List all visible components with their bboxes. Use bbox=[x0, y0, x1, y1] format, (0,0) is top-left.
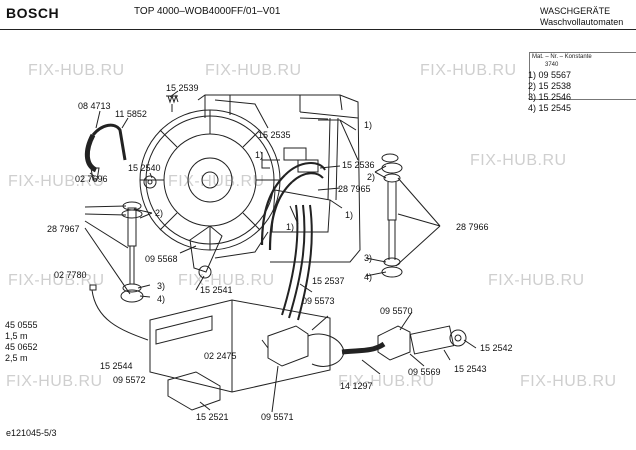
watermark: FIX-HUB.RU bbox=[420, 62, 517, 79]
callout-marker: 1) bbox=[286, 222, 295, 232]
part-label: 15 2536 bbox=[342, 160, 375, 170]
watermark: FIX-HUB.RU bbox=[178, 272, 275, 289]
watermark: FIX-HUB.RU bbox=[8, 272, 105, 289]
callout-marker: 1) bbox=[345, 210, 354, 220]
watermark: FIX-HUB.RU bbox=[6, 373, 103, 390]
part-label: 02 7696 bbox=[75, 174, 108, 184]
part-label: 15 2537 bbox=[312, 276, 345, 286]
callout-marker: 4) bbox=[157, 294, 166, 304]
watermark: FIX-HUB.RU bbox=[488, 272, 585, 289]
part-label: 09 5572 bbox=[113, 375, 146, 385]
constant-value: 3740 bbox=[545, 62, 559, 68]
part-label: 15 2544 bbox=[100, 361, 133, 371]
model-title: TOP 4000–WOB4000FF/01–V01 bbox=[134, 6, 281, 17]
header-divider bbox=[0, 29, 636, 30]
part-label: 28 7967 bbox=[47, 224, 80, 234]
brand-logo: BOSCH bbox=[6, 5, 60, 21]
part-label: 15 2541 bbox=[200, 285, 233, 295]
part-label: 02 7780 bbox=[54, 270, 87, 280]
part-label: 45 0555 bbox=[5, 320, 38, 330]
variant-item: 1) 09 5567 bbox=[528, 70, 572, 80]
part-label: 15 2542 bbox=[480, 343, 513, 353]
part-label: 2,5 m bbox=[5, 353, 28, 363]
category-title: WASCHGERÄTE bbox=[540, 6, 611, 16]
part-label: 02 2475 bbox=[204, 351, 237, 361]
watermark: FIX-HUB.RU bbox=[205, 62, 302, 79]
watermark: FIX-HUB.RU bbox=[470, 152, 567, 169]
part-label: 15 2535 bbox=[258, 130, 291, 140]
constant-label: Mat. – Nr. – Konstante bbox=[532, 54, 592, 60]
callout-marker: 1) bbox=[255, 150, 264, 160]
part-label: 09 5569 bbox=[408, 367, 441, 377]
part-label: 09 5568 bbox=[145, 254, 178, 264]
document-id: e121045-5/3 bbox=[6, 428, 57, 438]
part-label: 1,5 m bbox=[5, 331, 28, 341]
callout-marker: 1) bbox=[364, 120, 373, 130]
part-label: 28 7966 bbox=[456, 222, 489, 232]
variant-item: 4) 15 2545 bbox=[528, 103, 572, 113]
part-label: 11 5852 bbox=[115, 109, 147, 119]
callout-marker: 2) bbox=[367, 172, 376, 182]
watermark: FIX-HUB.RU bbox=[8, 173, 105, 190]
part-label: 15 2521 bbox=[196, 412, 229, 422]
part-label: 28 7965 bbox=[338, 184, 371, 194]
part-label: 14 1297 bbox=[340, 381, 373, 391]
watermark: FIX-HUB.RU bbox=[168, 173, 265, 190]
part-label: 45 0652 bbox=[5, 342, 38, 352]
watermark: FIX-HUB.RU bbox=[520, 373, 617, 390]
category-subtitle: Waschvollautomaten bbox=[540, 17, 624, 27]
variant-item: 2) 15 2538 bbox=[528, 81, 572, 91]
part-label: 15 2540 bbox=[128, 163, 161, 173]
variant-item: 3) 15 2546 bbox=[528, 92, 572, 102]
watermark: FIX-HUB.RU bbox=[28, 62, 125, 79]
part-label: 08 4713 bbox=[78, 101, 111, 111]
part-label: 09 5570 bbox=[380, 306, 413, 316]
part-label: 15 2543 bbox=[454, 364, 487, 374]
callout-marker: 3) bbox=[157, 281, 166, 291]
part-label: 15 2539 bbox=[166, 83, 199, 93]
callout-marker: 4) bbox=[364, 272, 373, 282]
watermark: FIX-HUB.RU bbox=[338, 373, 435, 390]
callout-marker: 2) bbox=[155, 208, 164, 218]
callout-marker: 3) bbox=[364, 253, 373, 263]
part-label: 09 5573 bbox=[302, 296, 335, 306]
part-label: 09 5571 bbox=[261, 412, 294, 422]
constant-box bbox=[529, 52, 636, 100]
